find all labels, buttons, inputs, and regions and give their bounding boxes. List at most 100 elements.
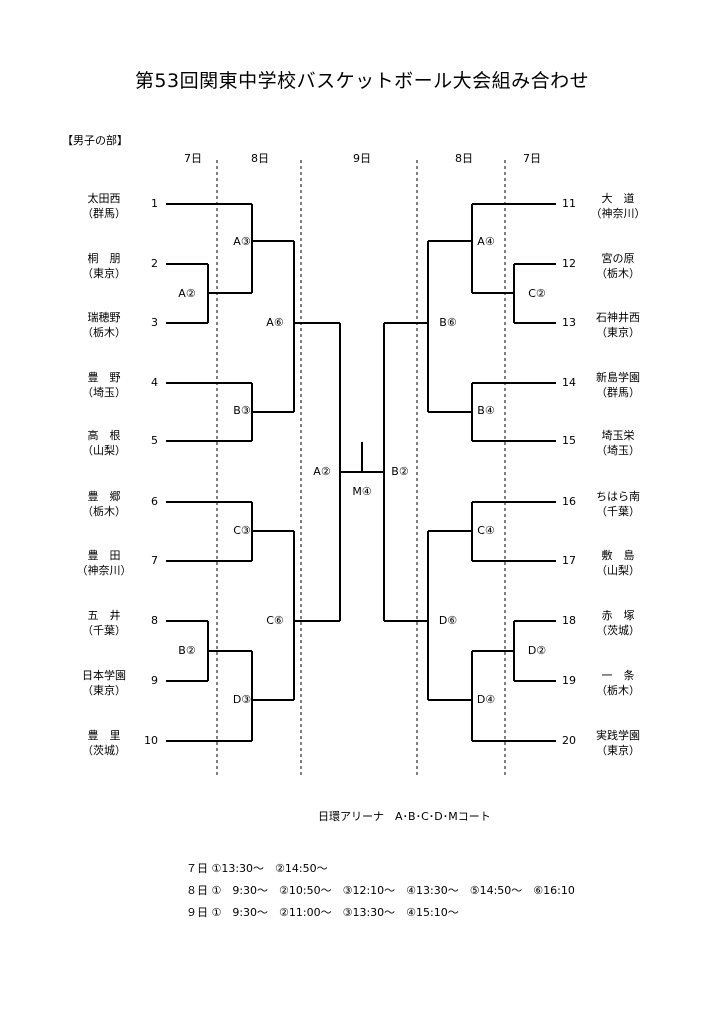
team-entry: 豊 田 （神奈川）: [64, 548, 144, 578]
team-prefecture: （群馬）: [596, 386, 640, 399]
team-entry: 太田西 （群馬）: [64, 191, 144, 221]
team-prefecture: （千葉）: [596, 505, 640, 518]
match-label: A④: [477, 235, 495, 248]
match-label: D⑥: [438, 614, 458, 627]
seed-number: 18: [562, 614, 576, 627]
schedule-line: ８日 ① 9:30～ ②10:50～ ③12:10～ ④13:30～ ⑤14:5…: [186, 884, 575, 897]
team-prefecture: （栃木）: [596, 684, 640, 697]
seed-number: 7: [151, 554, 158, 567]
team-prefecture: （茨城）: [82, 744, 126, 757]
team-entry: 豊 郷 （栃木）: [64, 489, 144, 519]
team-prefecture: （栃木）: [82, 326, 126, 339]
day-header-7-left: 7日: [184, 152, 202, 165]
team-entry: 一 条 （栃木）: [578, 668, 658, 698]
team-prefecture: （東京）: [82, 267, 126, 280]
team-entry: 宮の原 （栃木）: [578, 251, 658, 281]
team-entry: 新島学園 （群馬）: [578, 370, 658, 400]
team-prefecture: （茨城）: [596, 624, 640, 637]
team-name: 一 条: [601, 669, 635, 682]
team-prefecture: （神奈川）: [590, 207, 646, 220]
venue-note: 日環アリーナ A･B･C･D･Mコート: [318, 810, 491, 823]
seed-number: 13: [562, 316, 576, 329]
match-label: D③: [232, 693, 252, 706]
team-prefecture: （東京）: [82, 684, 126, 697]
match-label: A②: [178, 287, 196, 300]
team-entry: ちはら南 （千葉）: [578, 489, 658, 519]
team-prefecture: （東京）: [596, 326, 640, 339]
match-label: D④: [476, 693, 496, 706]
team-prefecture: （千葉）: [82, 624, 126, 637]
team-name: 豊 郷: [87, 490, 121, 503]
team-name: 石神井西: [596, 311, 640, 324]
team-prefecture: （神奈川）: [76, 564, 132, 577]
match-label: A③: [233, 235, 251, 248]
team-name: 敷 島: [601, 549, 635, 562]
team-prefecture: （栃木）: [82, 505, 126, 518]
team-prefecture: （群馬）: [82, 207, 126, 220]
team-entry: 瑞穂野 （栃木）: [64, 310, 144, 340]
team-name: 太田西: [87, 192, 121, 205]
seed-number: 11: [562, 197, 576, 210]
team-name: 高 根: [87, 429, 121, 442]
team-entry: 石神井西 （東京）: [578, 310, 658, 340]
team-prefecture: （栃木）: [596, 267, 640, 280]
seed-number: 8: [151, 614, 158, 627]
match-label: B④: [477, 404, 495, 417]
team-name: 豊 里: [87, 729, 121, 742]
team-prefecture: （埼玉）: [596, 444, 640, 457]
seed-number: 19: [562, 674, 576, 687]
team-entry: 実践学園（東京）: [578, 728, 658, 758]
team-name: ちはら南: [596, 490, 640, 503]
team-prefecture: （埼玉）: [82, 386, 126, 399]
seed-number: 17: [562, 554, 576, 567]
seed-number: 15: [562, 434, 576, 447]
day-header-8-right: 8日: [455, 152, 473, 165]
team-name: 新島学園: [596, 371, 640, 384]
schedule-line: ９日 ① 9:30～ ②11:00～ ③13:30～ ④15:10～: [186, 906, 459, 919]
schedule-line: ７日 ①13:30～ ②14:50～: [186, 862, 328, 875]
team-name: 豊 田: [87, 549, 121, 562]
match-label: A⑥: [266, 316, 284, 329]
team-name: 埼玉栄: [601, 429, 635, 442]
team-name: 五 井: [87, 609, 121, 622]
match-label: B②: [178, 644, 196, 657]
match-label: C③: [233, 524, 251, 537]
seed-number: 10: [144, 734, 158, 747]
day-header-8-left: 8日: [251, 152, 269, 165]
team-entry: 敷 島 （山梨）: [578, 548, 658, 578]
team-entry: 大 道 （神奈川）: [578, 191, 658, 221]
team-entry: 豊 里 （茨城）: [64, 728, 144, 758]
seed-number: 4: [151, 376, 158, 389]
match-label: D②: [527, 644, 547, 657]
team-name: 瑞穂野: [87, 311, 121, 324]
team-name: 宮の原: [601, 252, 635, 265]
team-entry: 桐 朋（東京）: [64, 251, 144, 281]
match-label: B③: [233, 404, 251, 417]
division-label: 【男子の部】: [62, 134, 128, 147]
seed-number: 12: [562, 257, 576, 270]
team-name: 日本学園: [82, 669, 126, 682]
seed-number: 20: [562, 734, 576, 747]
seed-number: 6: [151, 495, 158, 508]
team-name: 大 道: [601, 192, 635, 205]
match-label: C⑥: [266, 614, 284, 627]
match-label: A②: [313, 465, 331, 478]
team-name: 実践学園: [596, 729, 640, 742]
team-prefecture: （山梨）: [596, 564, 640, 577]
day-header-9: 9日: [353, 152, 371, 165]
team-name: 豊 野: [87, 371, 121, 384]
team-prefecture: （山梨）: [82, 444, 126, 457]
team-name: 赤 塚: [601, 609, 635, 622]
final-match-label: M④: [352, 485, 372, 498]
page-title: 第53回関東中学校バスケットボール大会組み合わせ: [134, 70, 590, 92]
team-entry: 赤 塚 （茨城）: [578, 608, 658, 638]
match-label: B⑥: [439, 316, 457, 329]
seed-number: 5: [151, 434, 158, 447]
team-entry: 日本学園 （東京）: [64, 668, 144, 698]
seed-number: 2: [151, 257, 158, 270]
day-header-7-right: 7日: [523, 152, 541, 165]
team-entry: 高 根 （山梨）: [64, 428, 144, 458]
match-label: C②: [528, 287, 546, 300]
seed-number: 1: [151, 197, 158, 210]
